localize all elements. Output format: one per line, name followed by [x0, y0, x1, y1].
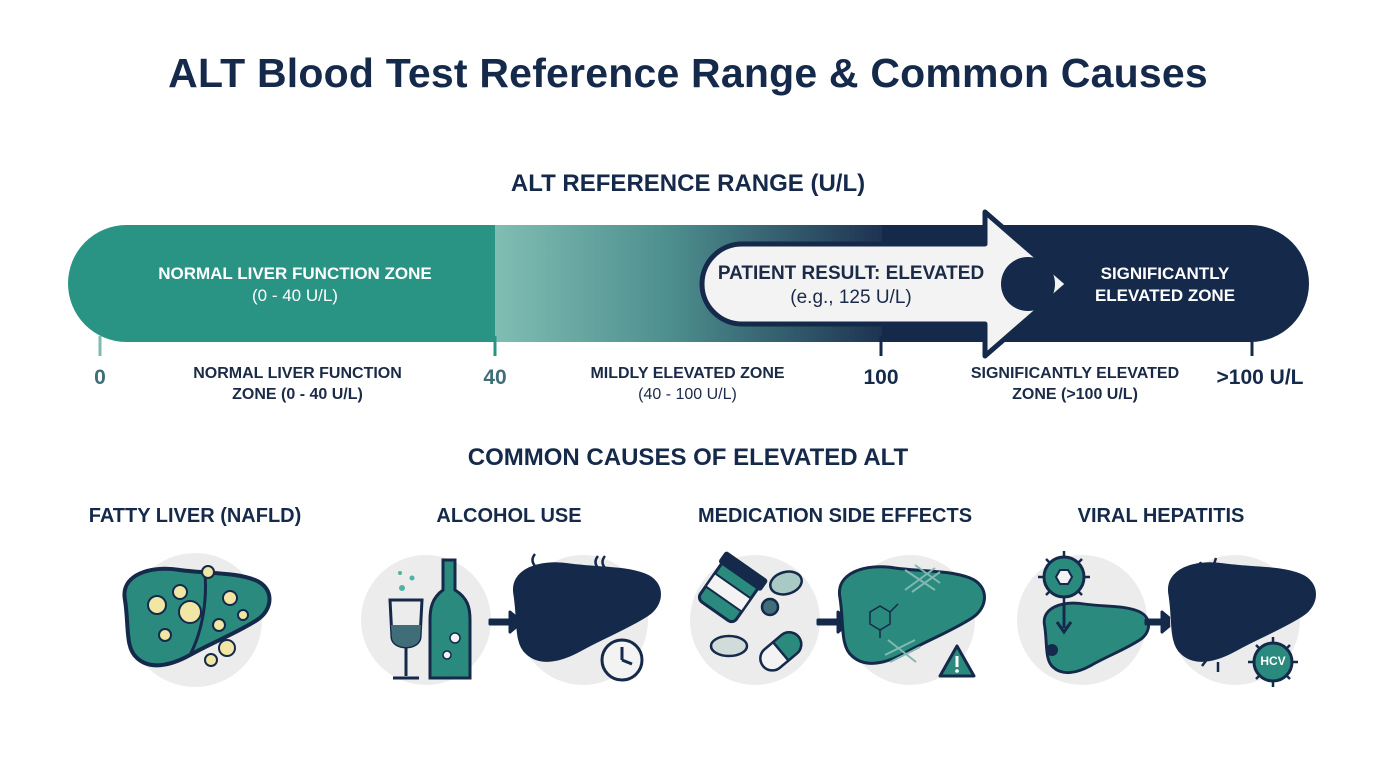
zone-mild-line2: (40 - 100 U/L)	[638, 386, 737, 403]
medication-liver-icon	[690, 551, 986, 685]
range-heading: ALT REFERENCE RANGE (U/L)	[510, 170, 866, 197]
patient-result-arrow	[699, 209, 1071, 359]
hcv-badge: HCV	[1260, 654, 1286, 668]
normal-zone-title: NORMAL LIVER FUNCTION ZONE	[158, 264, 432, 283]
normal-zone-range: (0 - 40 U/L)	[252, 286, 338, 305]
zone-significant-line2: ZONE (>100 U/L)	[1012, 386, 1138, 403]
virus-liver-icon	[1017, 551, 1316, 687]
fatty-liver-icon	[122, 553, 272, 687]
patient-result-callout: PATIENT RESULT: ELEVATED (e.g., 125 U/L)	[706, 262, 996, 310]
cause-title-alcohol: ALCOHOL USE	[436, 505, 582, 527]
patient-result-label: PATIENT RESULT: ELEVATED	[717, 263, 985, 284]
alcohol-liver-icon	[361, 553, 661, 685]
normal-zone-bar-label: NORMAL LIVER FUNCTION ZONE (0 - 40 U/L)	[130, 263, 460, 307]
zone-label-normal: NORMAL LIVER FUNCTION ZONE (0 - 40 U/L)	[170, 363, 425, 405]
page-title: ALT Blood Test Reference Range & Common …	[168, 50, 1208, 96]
zone-label-mild: MILDLY ELEVATED ZONE (40 - 100 U/L)	[575, 363, 800, 405]
cause-title-fatty-liver: FATTY LIVER (NAFLD)	[88, 505, 302, 527]
zone-normal-line2: ZONE (0 - 40 U/L)	[232, 386, 363, 403]
significant-zone-line1: SIGNIFICANTLY	[1100, 264, 1230, 283]
patient-result-value: (e.g., 125 U/L)	[790, 287, 912, 308]
significant-zone-line2: ELEVATED ZONE	[1094, 286, 1236, 305]
cause-title-viral: VIRAL HEPATITIS	[1077, 505, 1245, 527]
zone-normal-line1: NORMAL LIVER FUNCTION	[193, 365, 402, 382]
tick-label-40: 40	[483, 366, 507, 389]
cause-title-medication: MEDICATION SIDE EFFECTS	[697, 505, 973, 527]
significant-zone-bar-label: SIGNIFICANTLY ELEVATED ZONE	[1070, 263, 1260, 307]
causes-heading: COMMON CAUSES OF ELEVATED ALT	[467, 444, 909, 471]
zone-mild-line1: MILDLY ELEVATED ZONE	[590, 365, 785, 382]
zone-significant-line1: SIGNIFICANTLY ELEVATED	[970, 365, 1180, 382]
tick-label-100: 100	[863, 366, 899, 389]
tick-label-over-100: >100 U/L	[1216, 366, 1304, 389]
tick-marks	[98, 336, 1254, 356]
tick-label-0: 0	[94, 366, 106, 389]
zone-label-significant: SIGNIFICANTLY ELEVATED ZONE (>100 U/L)	[955, 363, 1195, 405]
